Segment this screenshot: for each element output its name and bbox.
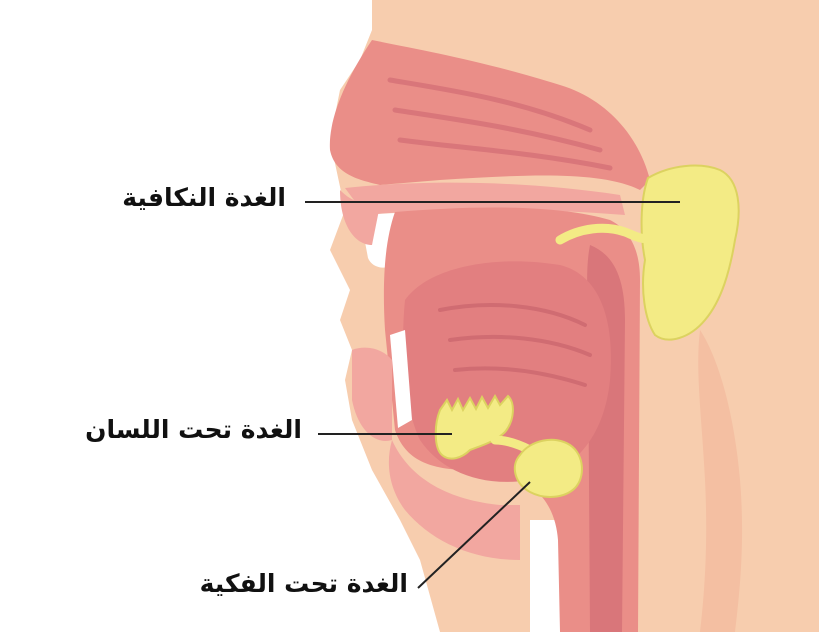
label-parotid-gland: الغدة النكافية	[60, 182, 286, 214]
submandibular-gland	[515, 440, 582, 497]
label-submandibular-gland: الغدة تحت الفكية	[108, 568, 408, 600]
label-sublingual-gland: الغدة تحت اللسان	[12, 414, 302, 446]
tongue	[403, 261, 611, 482]
